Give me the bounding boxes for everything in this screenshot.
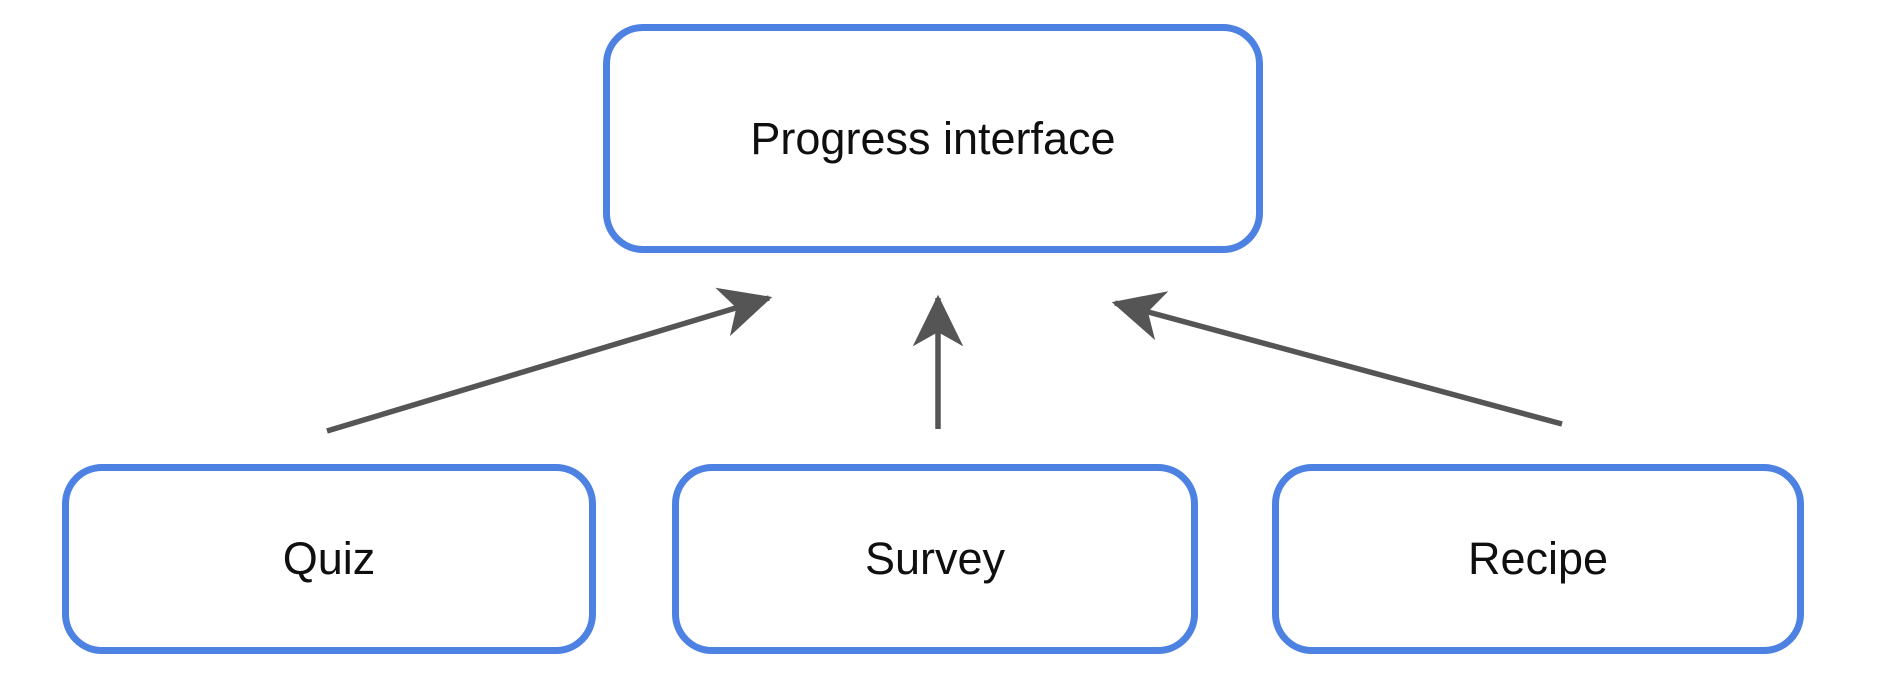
node-quiz-label: Quiz [282,533,376,585]
node-progress-interface-label: Progress interface [750,112,1116,164]
node-survey-label: Survey [864,533,1006,585]
node-survey[interactable]: Survey [672,464,1198,654]
node-quiz[interactable]: Quiz [62,464,596,654]
node-progress-interface[interactable]: Progress interface [603,24,1263,253]
edge-quiz-to-root [326,287,773,434]
edge-recipe-to-root [1111,291,1563,427]
node-recipe[interactable]: Recipe [1272,464,1804,654]
node-recipe-label: Recipe [1467,533,1609,585]
